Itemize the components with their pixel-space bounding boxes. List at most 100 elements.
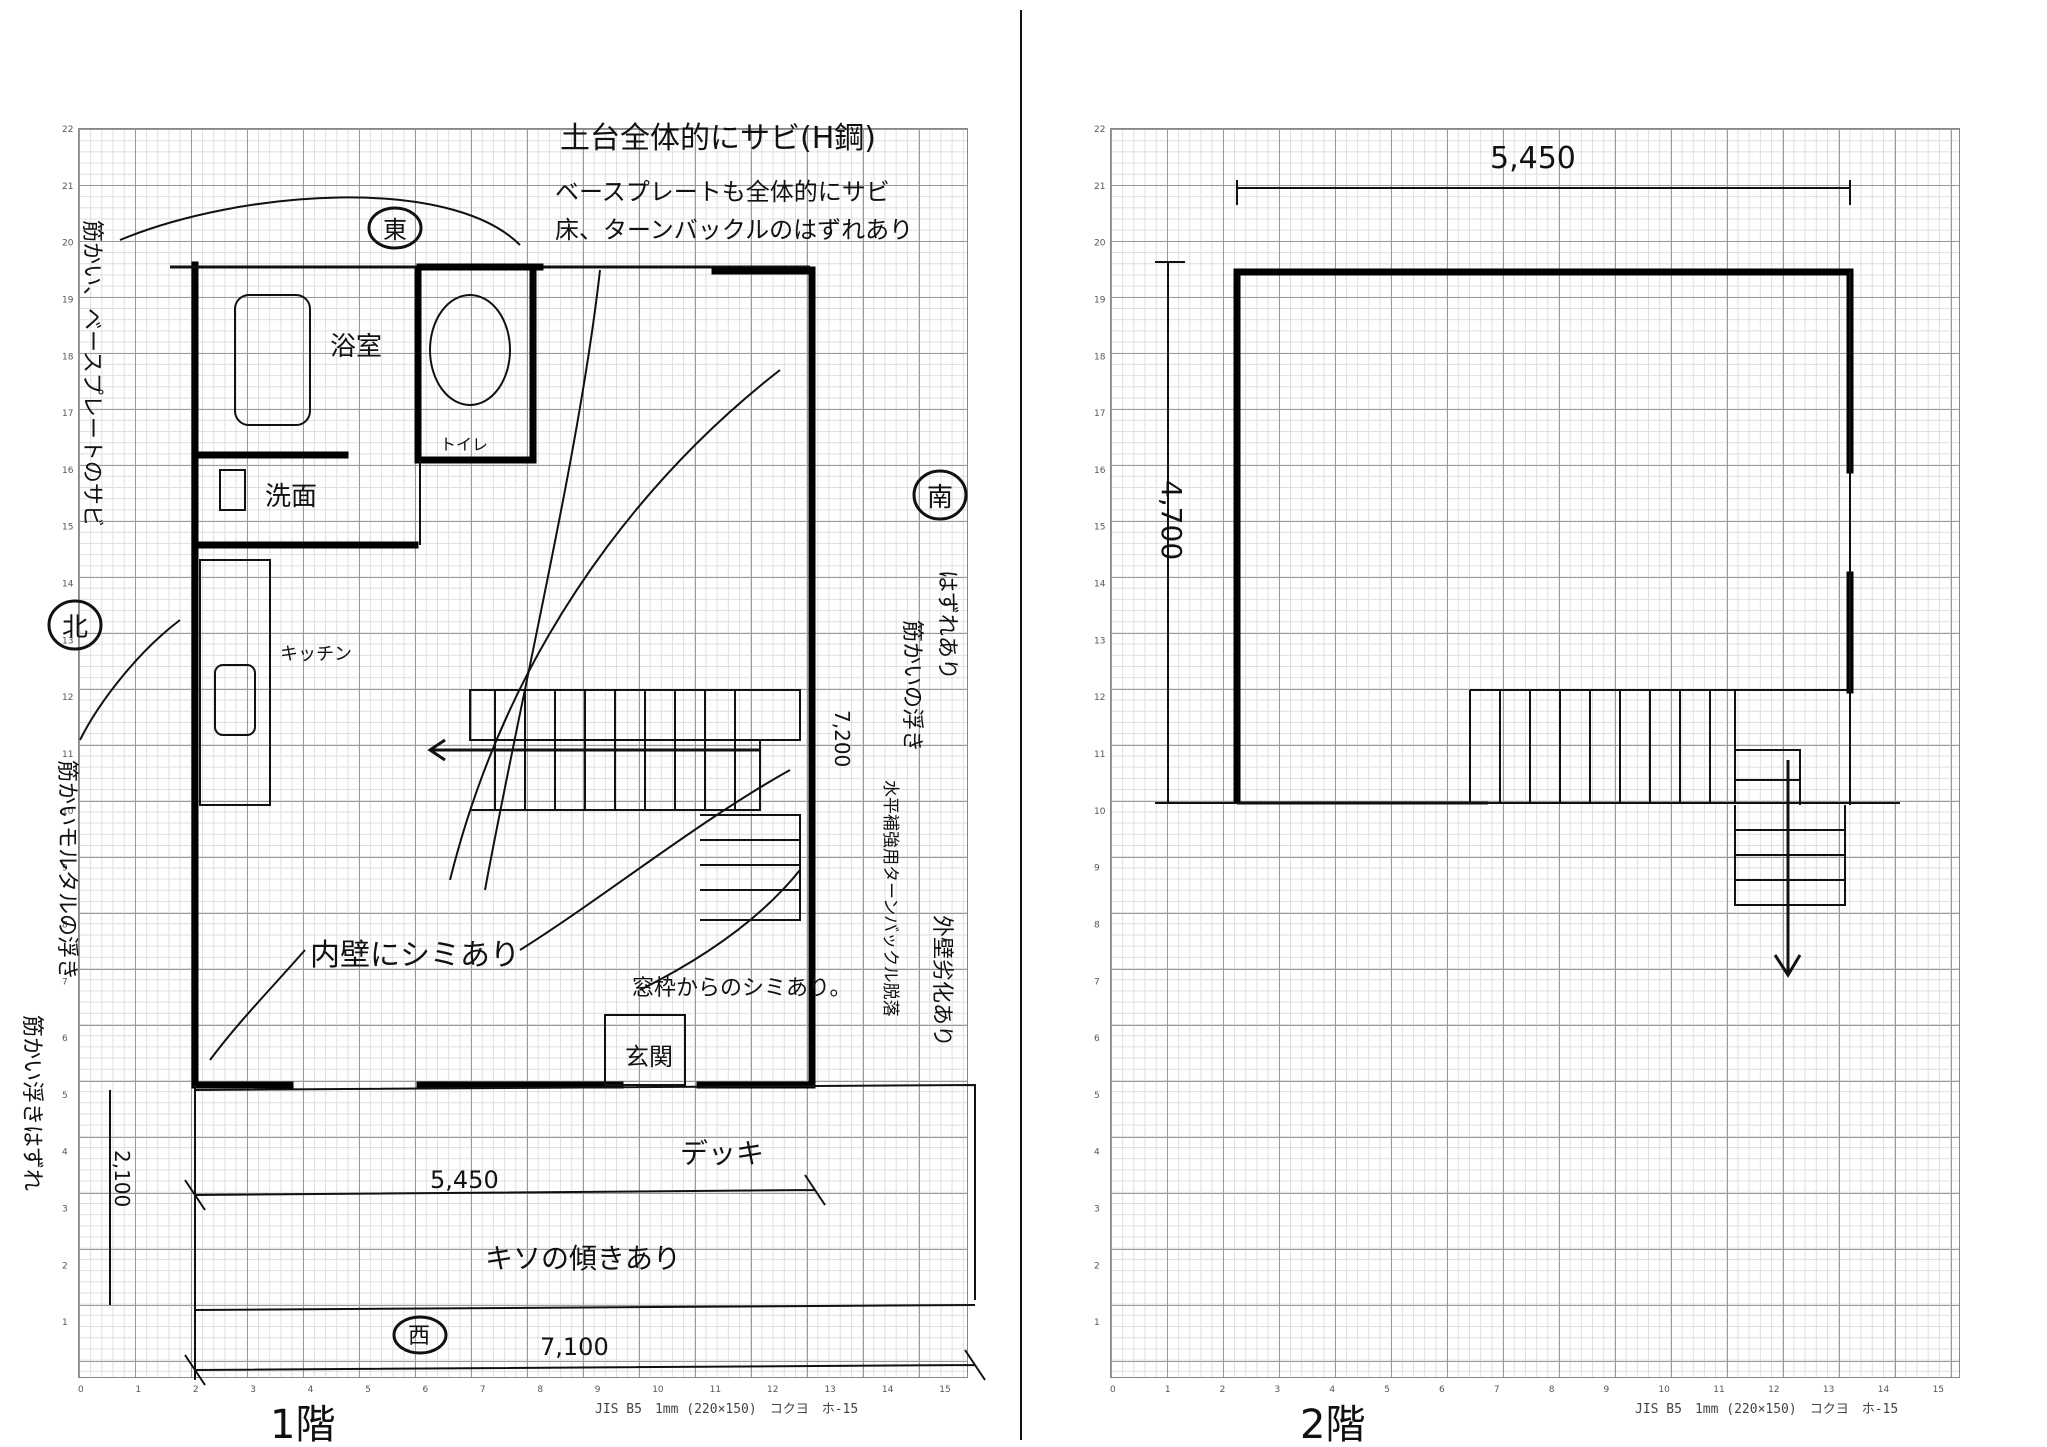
- note-top1: 土台全体的にサビ(H鋼): [560, 121, 876, 156]
- x-tick-label: 10: [1658, 1385, 1670, 1395]
- y-tick-label: 9: [1094, 864, 1100, 874]
- note-top3: 床、ターンバックルのはずれあり: [555, 216, 913, 244]
- x-tick-label: 1: [135, 1385, 141, 1395]
- y-tick-label: 2: [62, 1261, 68, 1271]
- floor2-stairs: [1469, 689, 1850, 978]
- floor1-toilet-walls: [414, 266, 537, 464]
- y-tick-label: 21: [1094, 182, 1105, 192]
- kitchen-sink: [214, 664, 256, 736]
- floor1-grid-sheet: [78, 128, 968, 1378]
- leader-5: [639, 869, 801, 991]
- floor1-east-wall-heavy: [416, 263, 809, 275]
- note-inner-wall: 内壁にシミあり: [310, 938, 520, 973]
- x-tick-label: 8: [537, 1385, 543, 1395]
- y-tick-label: 12: [1094, 693, 1105, 703]
- x-tick-label: 4: [308, 1385, 314, 1395]
- note-right4: 外壁劣化あり: [929, 915, 954, 1047]
- y-tick-label: 14: [62, 580, 74, 590]
- x-tick-label: 11: [710, 1385, 721, 1395]
- y-tick-label: 10: [62, 807, 74, 817]
- x-tick-label: 2: [193, 1385, 199, 1395]
- y-tick-label: 13: [1094, 636, 1105, 646]
- x-tick-label: 4: [1329, 1385, 1335, 1395]
- y-tick-label: 4: [1094, 1148, 1100, 1158]
- room-bath: 浴室: [330, 332, 382, 362]
- x-tick-label: 5: [1384, 1385, 1390, 1395]
- entrance-box: [604, 1014, 686, 1086]
- floor1-note-curve: [119, 196, 521, 246]
- floor1-outer-line: [194, 1083, 976, 1300]
- note-left-bottom: 筋かい浮きはずれ: [19, 1015, 44, 1191]
- x-tick-label: 13: [1823, 1385, 1834, 1395]
- compass-south: 南: [927, 483, 953, 513]
- y-tick-label: 15: [1094, 523, 1105, 533]
- room-entrance: 玄関: [625, 1043, 673, 1071]
- y-tick-label: 14: [1094, 580, 1106, 590]
- y-tick-label: 2: [1094, 1261, 1100, 1271]
- y-tick-label: 17: [62, 409, 73, 419]
- y-tick-label: 20: [62, 239, 74, 249]
- x-tick-label: 15: [939, 1385, 950, 1395]
- y-tick-label: 10: [1094, 807, 1106, 817]
- y-tick-label: 22: [62, 125, 73, 135]
- y-tick-label: 4: [62, 1148, 68, 1158]
- compass-north: 北: [62, 613, 88, 643]
- y-tick-label: 7: [1094, 977, 1100, 987]
- y-tick-label: 7: [62, 977, 68, 987]
- y-tick-label: 8: [1094, 920, 1100, 930]
- floor2-label: 2階: [1300, 1402, 1365, 1447]
- y-tick-label: 8: [62, 920, 68, 930]
- x-tick-label: 9: [1604, 1385, 1610, 1395]
- y-tick-label: 18: [62, 352, 74, 362]
- x-tick-label: 0: [1110, 1385, 1116, 1395]
- x-tick-label: 3: [1275, 1385, 1281, 1395]
- floor1-label: 1階: [270, 1402, 335, 1447]
- y-tick-label: 11: [1094, 750, 1105, 760]
- leader-6: [79, 619, 181, 741]
- floor1-plan: [47, 196, 986, 1386]
- y-tick-label: 3: [62, 1205, 68, 1215]
- y-tick-label: 5: [1094, 1091, 1100, 1101]
- y-tick-label: 11: [62, 750, 73, 760]
- dim-side-length: 7,200: [830, 710, 854, 767]
- x-tick-label: 14: [1878, 1385, 1890, 1395]
- y-tick-label: 15: [62, 523, 73, 533]
- leader-3: [519, 769, 791, 951]
- y-tick-label: 19: [1094, 295, 1106, 305]
- y-tick-label: 6: [1094, 1034, 1100, 1044]
- y-tick-label: 19: [62, 295, 74, 305]
- y-tick-label: 1: [62, 1318, 68, 1328]
- x-tick-label: 12: [1768, 1385, 1779, 1395]
- x-tick-label: 14: [882, 1385, 894, 1395]
- compass-north-circle: [47, 599, 103, 651]
- note-right3: 水平補強用ターンバックル脱落: [880, 780, 900, 1017]
- floor1-stairs: [427, 689, 801, 921]
- leader-4: [209, 949, 306, 1061]
- note-top-left: 筋かい、ベースプレートのサビ: [79, 220, 104, 527]
- footer-right: JIS B5 1mm (220×150) コクヨ ホ-15: [1635, 1402, 1898, 1417]
- toilet-fixture: [429, 294, 511, 406]
- y-tick-label: 21: [62, 182, 73, 192]
- x-tick-label: 12: [767, 1385, 778, 1395]
- compass-east-circle: [367, 206, 423, 250]
- x-tick-label: 8: [1549, 1385, 1555, 1395]
- y-tick-label: 5: [62, 1091, 68, 1101]
- y-tick-label: 16: [1094, 466, 1106, 476]
- y-tick-label: 20: [1094, 239, 1106, 249]
- y-tick-label: 9: [62, 864, 68, 874]
- y-tick-label: 18: [1094, 352, 1106, 362]
- footer-left: JIS B5 1mm (220×150) コクヨ ホ-15: [595, 1402, 858, 1417]
- floor1-dim-7100-upper: [194, 1304, 976, 1311]
- leader-1: [449, 369, 781, 881]
- y-tick-label: 22: [1094, 125, 1105, 135]
- bathtub: [234, 294, 311, 426]
- note-right1: 筋かいの浮き: [899, 620, 924, 752]
- dim-bottom-width: 7,100: [540, 1333, 609, 1361]
- y-tick-label: 6: [62, 1034, 68, 1044]
- floor2-dim-depth-line: [1155, 261, 1185, 804]
- note-wood-rot: キソの傾きあり: [485, 1242, 681, 1275]
- y-tick-label: 1: [1094, 1318, 1100, 1328]
